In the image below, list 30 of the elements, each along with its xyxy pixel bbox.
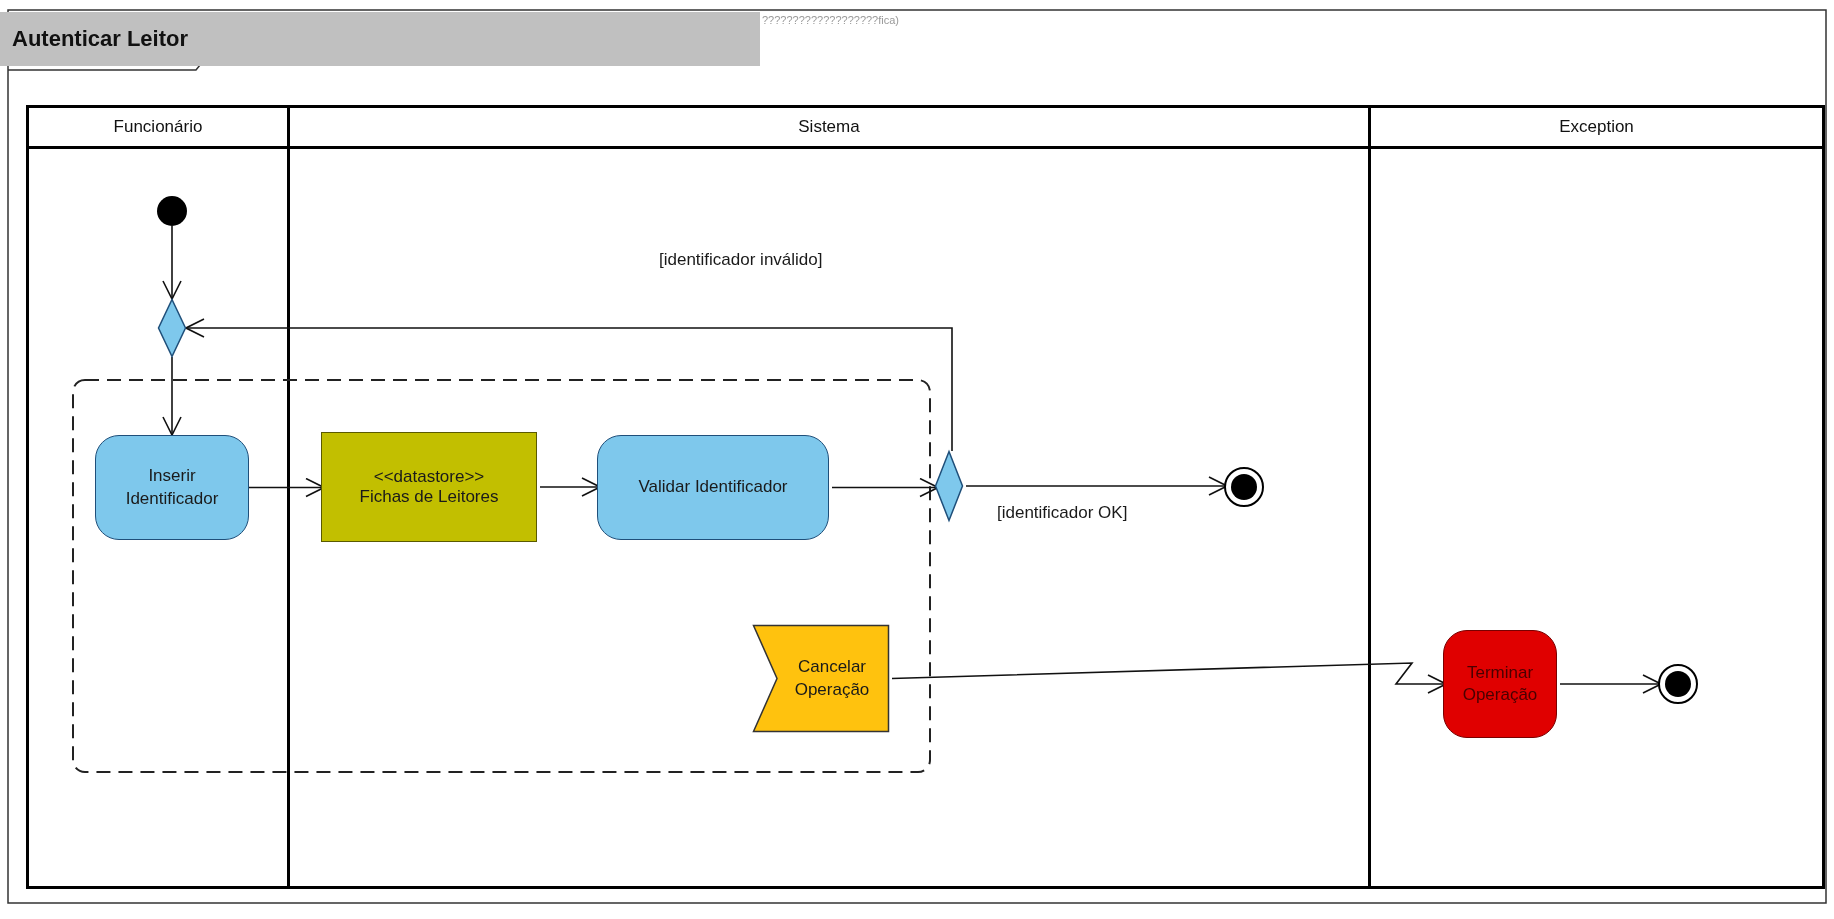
decision-diamond <box>158 299 186 357</box>
title-band: Autenticar Leitor <box>0 12 760 66</box>
lane-header: Sistema <box>290 108 1368 149</box>
node-label: Inserir Identificador <box>124 465 220 510</box>
node-label: Terminar Operação <box>1461 661 1539 706</box>
action-box <box>597 435 829 540</box>
lane-header: Exception <box>1371 108 1822 149</box>
swimlane <box>1371 105 1825 889</box>
action-box <box>95 435 249 540</box>
lane-header: Funcionário <box>29 108 287 149</box>
initial-node <box>157 196 187 226</box>
note-text: ???????????????????fica) <box>762 14 900 26</box>
swimlane <box>290 105 1371 889</box>
arrow <box>185 318 953 452</box>
arrow <box>831 477 939 498</box>
decision-diamond <box>935 451 963 521</box>
node-label: Cancelar Operação <box>793 656 871 701</box>
datastore-box <box>321 432 537 542</box>
node-label: Fichas de Leitores <box>359 487 499 507</box>
edge-label: [identificador inválido] <box>657 250 825 270</box>
edge-label: [identificador OK] <box>995 503 1130 523</box>
final-node <box>1224 467 1264 507</box>
swimlane <box>26 105 290 889</box>
node-label: Validar Identificador <box>637 476 789 499</box>
accept-event-box <box>753 625 889 732</box>
final-node <box>1658 664 1698 704</box>
action-box <box>1443 630 1557 738</box>
arrow <box>162 356 182 436</box>
stereotype-label: <<datastore>> <box>373 467 485 487</box>
arrow <box>162 225 182 300</box>
